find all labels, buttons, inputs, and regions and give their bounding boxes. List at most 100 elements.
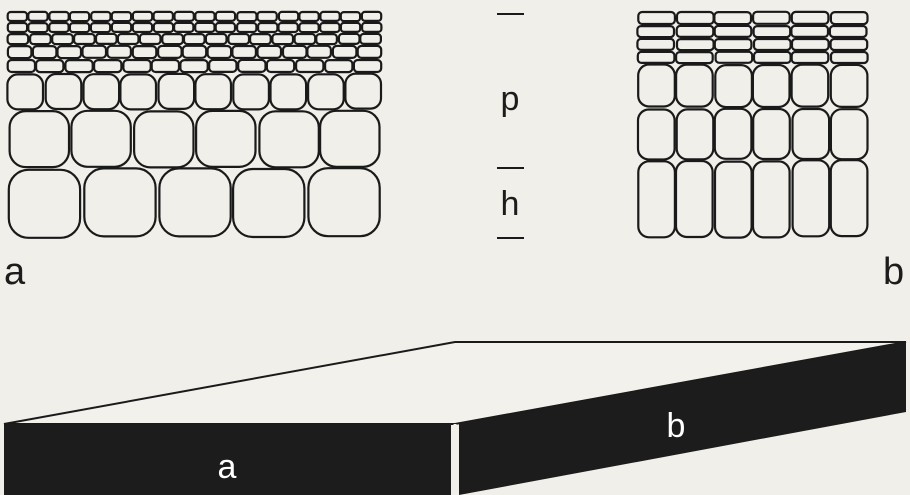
cell (65, 60, 92, 72)
cell-diagram-a (7, 12, 381, 238)
cell (91, 23, 110, 32)
cell (792, 39, 829, 50)
cell (753, 109, 790, 159)
cell (28, 23, 47, 32)
cell (232, 46, 256, 58)
cell (8, 60, 35, 72)
cell (49, 12, 68, 21)
cell (638, 161, 675, 237)
cell (180, 60, 207, 72)
cell (237, 12, 256, 21)
cell (183, 46, 207, 58)
cell (716, 52, 753, 63)
cell (677, 39, 714, 50)
cell (10, 111, 69, 167)
cell (754, 39, 791, 50)
cell (715, 26, 752, 37)
cell (320, 111, 379, 167)
cell (638, 65, 675, 107)
cell (74, 34, 95, 44)
cell (753, 65, 790, 107)
cell (162, 34, 183, 44)
cell (206, 34, 227, 44)
cell (308, 168, 379, 236)
cell (112, 12, 131, 21)
panel-label-a: a (4, 251, 26, 293)
cell (341, 12, 360, 21)
cell (316, 34, 337, 44)
cell (118, 34, 139, 44)
cell (753, 12, 790, 24)
cell (320, 23, 339, 32)
cell (91, 12, 110, 21)
cell (793, 160, 830, 236)
cell (341, 23, 360, 32)
zone-label-p: p (501, 80, 520, 118)
cell (677, 26, 714, 37)
cell (184, 34, 205, 44)
cell (754, 52, 791, 63)
cell (71, 111, 130, 167)
cell (345, 74, 381, 109)
cell (831, 109, 868, 159)
cell (250, 34, 271, 44)
cell (195, 74, 231, 109)
cell (360, 34, 381, 44)
cell (676, 52, 713, 63)
cell (9, 170, 80, 238)
cell (30, 34, 51, 44)
cell (715, 109, 752, 159)
cell (8, 34, 29, 44)
cell (358, 46, 382, 58)
cell (58, 46, 82, 58)
cell (677, 12, 714, 24)
cell (279, 12, 298, 21)
cell (209, 60, 236, 72)
cell (195, 23, 214, 32)
cell (70, 12, 89, 21)
cell (354, 60, 381, 72)
cell (233, 169, 304, 237)
cell (83, 46, 107, 58)
cell (158, 46, 182, 58)
cell (299, 23, 318, 32)
cell (120, 74, 156, 109)
cell (28, 12, 47, 21)
cell (791, 26, 828, 37)
cell (638, 110, 675, 160)
cell (216, 12, 235, 21)
cell (107, 46, 130, 58)
block-label-a: a (218, 448, 237, 486)
cell (258, 12, 277, 21)
cell (70, 23, 89, 32)
cell (267, 60, 294, 72)
cell (307, 46, 331, 58)
cell (325, 60, 352, 72)
block-label-b: b (667, 407, 686, 445)
cell (638, 12, 675, 24)
cell (272, 34, 293, 44)
cell (792, 52, 829, 63)
cell (123, 60, 150, 72)
cell (238, 60, 265, 72)
cell (154, 12, 173, 21)
cell (339, 34, 360, 44)
cell (299, 12, 318, 21)
cell (792, 12, 829, 24)
cell (8, 12, 27, 21)
cell (258, 46, 282, 58)
cell (714, 12, 751, 24)
cell (362, 23, 381, 32)
cell (228, 34, 249, 44)
cell (715, 39, 752, 50)
cell (46, 74, 82, 109)
cell (134, 111, 193, 167)
cell (320, 12, 339, 21)
cell (333, 46, 357, 58)
cell (84, 74, 120, 109)
cell (831, 12, 868, 24)
cell (49, 23, 68, 32)
cell (676, 161, 713, 237)
cell (133, 12, 152, 21)
